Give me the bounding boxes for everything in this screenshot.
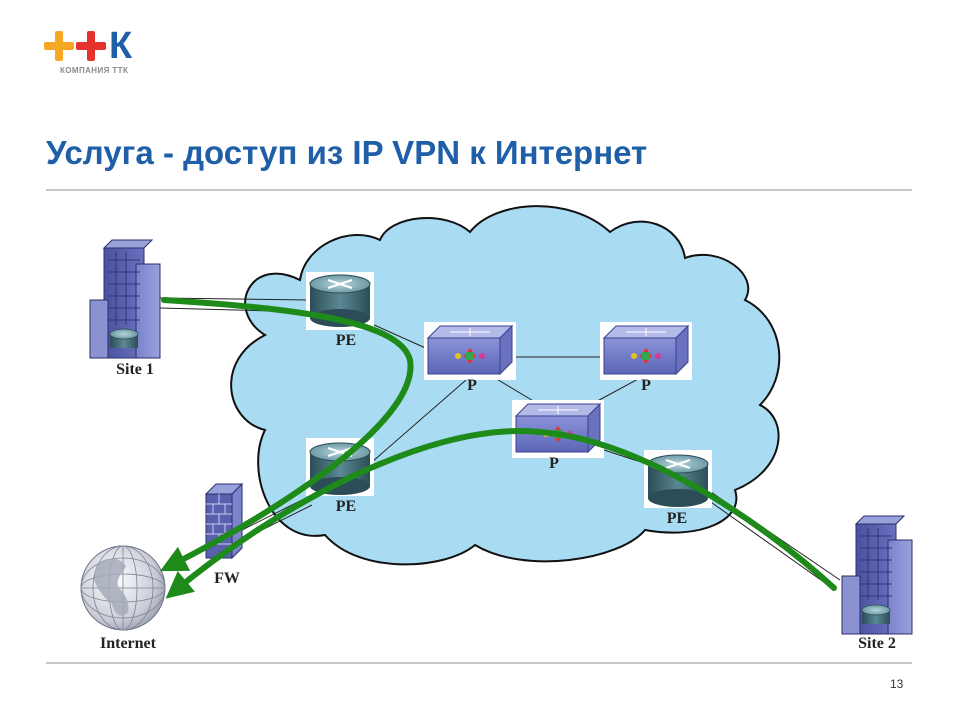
logo-subtitle: КОМПАНИЯ ТТК xyxy=(60,66,129,75)
site-2-building-icon xyxy=(841,515,913,635)
footer-divider xyxy=(46,662,912,664)
red-plus-icon xyxy=(76,31,106,61)
internet-globe-icon xyxy=(80,545,166,631)
page-number: 13 xyxy=(890,677,904,691)
orange-plus-icon xyxy=(44,31,74,61)
site-1-building-icon xyxy=(89,239,161,359)
title-divider xyxy=(46,189,912,191)
label-pe-right: PE xyxy=(667,510,687,527)
firewall-icon xyxy=(204,482,244,560)
path-site1-to-internet xyxy=(159,297,414,572)
p-switch-left-icon xyxy=(424,322,516,380)
logo-mark: К xyxy=(44,25,133,67)
label-fw: FW xyxy=(214,570,240,587)
label-site-2: Site 2 xyxy=(858,635,896,652)
company-logo: К КОМПАНИЯ ТТК xyxy=(44,25,184,84)
label-pe-top: PE xyxy=(336,332,356,349)
path-site2-to-internet xyxy=(165,428,837,599)
provider-cloud xyxy=(230,205,781,566)
slide-title: Услуга - доступ из IP VPN к Интернет xyxy=(46,134,648,171)
label-internet: Internet xyxy=(100,635,157,652)
label-pe-mid: PE xyxy=(336,498,356,515)
label-site-1: Site 1 xyxy=(116,361,154,378)
pe-router-mid-icon xyxy=(306,438,374,496)
label-p-right: P xyxy=(641,377,651,394)
logo-letter: К xyxy=(109,25,133,67)
label-p-left: P xyxy=(467,377,477,394)
p-switch-right-icon xyxy=(600,322,692,380)
label-p-center: P xyxy=(549,455,559,472)
